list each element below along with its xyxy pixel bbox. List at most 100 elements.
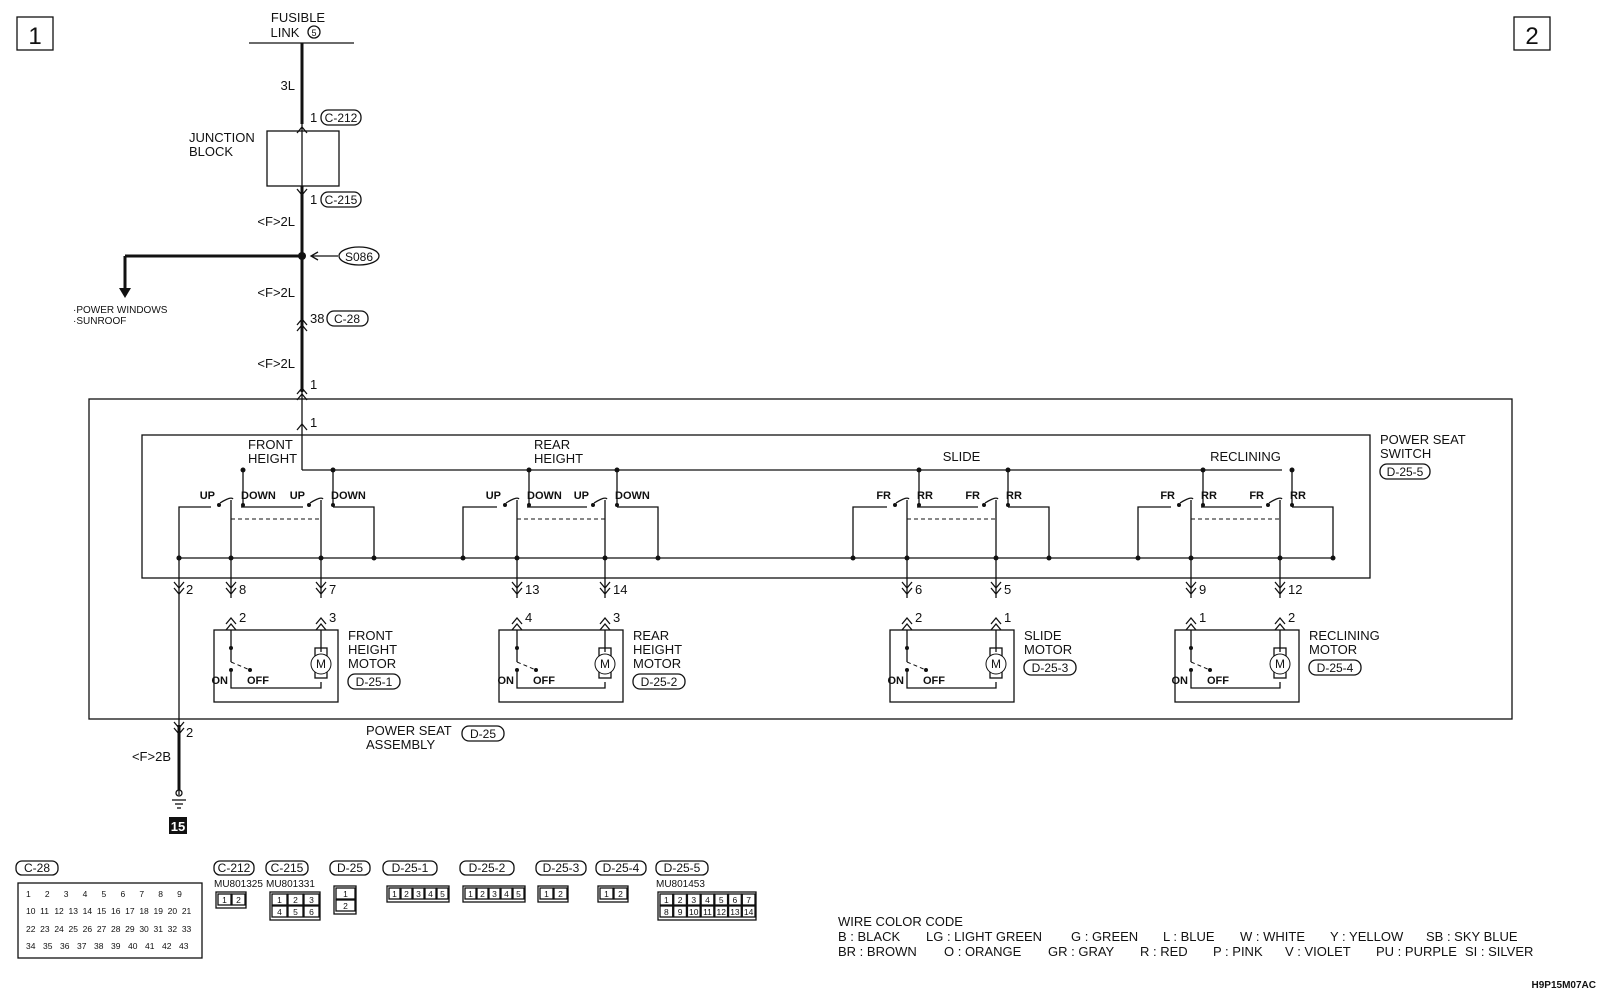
svg-text:OFF: OFF	[1207, 675, 1229, 687]
svg-text:35: 35	[43, 941, 53, 951]
svg-text:1: 1	[343, 889, 348, 899]
svg-text:B : BLACK: B : BLACK	[838, 929, 900, 944]
svg-text:FRONT: FRONT	[348, 628, 393, 643]
svg-text:43: 43	[179, 941, 189, 951]
svg-text:7: 7	[329, 582, 336, 597]
svg-text:OFF: OFF	[247, 675, 269, 687]
svg-text:17: 17	[125, 906, 135, 916]
svg-text:RR: RR	[1006, 490, 1022, 502]
svg-text:5: 5	[102, 889, 107, 899]
svg-text:RR: RR	[1290, 490, 1306, 502]
svg-text:DOWN: DOWN	[615, 490, 650, 502]
svg-text:2: 2	[343, 901, 348, 911]
svg-text:13: 13	[69, 906, 79, 916]
svg-text:2: 2	[239, 610, 246, 625]
svg-text:M: M	[991, 657, 1001, 671]
svg-text:29: 29	[125, 924, 135, 934]
svg-text:C-28: C-28	[334, 312, 360, 326]
svg-text:3: 3	[613, 610, 620, 625]
svg-text:27: 27	[97, 924, 107, 934]
svg-text:12: 12	[1288, 582, 1302, 597]
ground-wire: 2 2 <F>2B 15	[132, 555, 193, 834]
svg-text:39: 39	[111, 941, 121, 951]
svg-text:3: 3	[691, 895, 696, 905]
svg-text:3: 3	[329, 610, 336, 625]
svg-text:2: 2	[1525, 23, 1538, 50]
svg-text:MOTOR: MOTOR	[1024, 642, 1072, 657]
svg-text:1: 1	[28, 23, 41, 50]
svg-text:4: 4	[525, 610, 532, 625]
svg-text:<F>2B: <F>2B	[132, 749, 171, 764]
svg-text:O : ORANGE: O : ORANGE	[944, 944, 1022, 959]
svg-text:1: 1	[310, 192, 317, 207]
junction-block: JUNCTION BLOCK 1 C-212 1 C-215	[189, 109, 362, 208]
svg-text:C-212: C-212	[325, 111, 358, 125]
page-marker-2: 2	[1513, 16, 1551, 51]
svg-text:GR : GRAY: GR : GRAY	[1048, 944, 1115, 959]
svg-text:ON: ON	[1172, 675, 1189, 687]
power-seat-switch-box	[141, 434, 1371, 579]
svg-text:D-25: D-25	[470, 727, 496, 741]
svg-text:HEIGHT: HEIGHT	[534, 451, 583, 466]
svg-text:POWER SEAT: POWER SEAT	[366, 723, 452, 738]
svg-text:ON: ON	[212, 675, 229, 687]
svg-text:C-215: C-215	[271, 861, 304, 875]
svg-text:G : GREEN: G : GREEN	[1071, 929, 1138, 944]
svg-text:6: 6	[915, 582, 922, 597]
svg-text:25: 25	[69, 924, 79, 934]
svg-text:D-25-1: D-25-1	[356, 675, 393, 689]
svg-text:D-25-1: D-25-1	[392, 861, 429, 875]
svg-text:SLIDE: SLIDE	[1024, 628, 1062, 643]
svg-text:SWITCH: SWITCH	[1380, 446, 1431, 461]
svg-text:D-25-2: D-25-2	[641, 675, 678, 689]
svg-text:15: 15	[97, 906, 107, 916]
main-feed-wire: 3L <F>2L <F>2L <F>2L	[257, 43, 304, 470]
svg-text:1: 1	[26, 889, 31, 899]
svg-text:7: 7	[139, 889, 144, 899]
svg-text:D-25-4: D-25-4	[603, 861, 640, 875]
svg-text:19: 19	[154, 906, 164, 916]
svg-text:1: 1	[544, 889, 549, 899]
svg-text:38: 38	[310, 311, 324, 326]
svg-text:MOTOR: MOTOR	[633, 656, 681, 671]
svg-text:30: 30	[139, 924, 149, 934]
branch-wire: ·POWER WINDOWS ·SUNROOF	[73, 254, 302, 327]
svg-text:2: 2	[236, 895, 241, 905]
page-marker-1: 1	[16, 16, 54, 51]
svg-text:5: 5	[516, 889, 521, 899]
svg-text:1: 1	[468, 889, 473, 899]
svg-text:<F>2L: <F>2L	[257, 285, 295, 300]
power-seat-assembly-box	[88, 398, 1513, 720]
svg-text:2: 2	[293, 895, 298, 905]
svg-text:DOWN: DOWN	[241, 490, 276, 502]
svg-text:R : RED: R : RED	[1140, 944, 1188, 959]
svg-text:D-25-4: D-25-4	[1317, 661, 1354, 675]
svg-text:3L: 3L	[281, 78, 295, 93]
svg-text:·SUNROOF: ·SUNROOF	[73, 316, 126, 327]
svg-text:HEIGHT: HEIGHT	[248, 451, 297, 466]
svg-text:<F>2L: <F>2L	[257, 356, 295, 371]
svg-text:D-25-5: D-25-5	[664, 861, 701, 875]
svg-text:12: 12	[54, 906, 64, 916]
svg-text:5: 5	[719, 895, 724, 905]
svg-text:23: 23	[40, 924, 50, 934]
svg-text:ON: ON	[498, 675, 515, 687]
svg-text:7: 7	[746, 895, 751, 905]
svg-text:4: 4	[705, 895, 710, 905]
svg-text:14: 14	[613, 582, 627, 597]
svg-text:1: 1	[604, 889, 609, 899]
svg-text:2: 2	[45, 889, 50, 899]
svg-text:4: 4	[504, 889, 509, 899]
c28-connection: 38 C-28 1 1	[296, 310, 369, 431]
svg-text:Y : YELLOW: Y : YELLOW	[1330, 929, 1404, 944]
svg-text:2: 2	[558, 889, 563, 899]
